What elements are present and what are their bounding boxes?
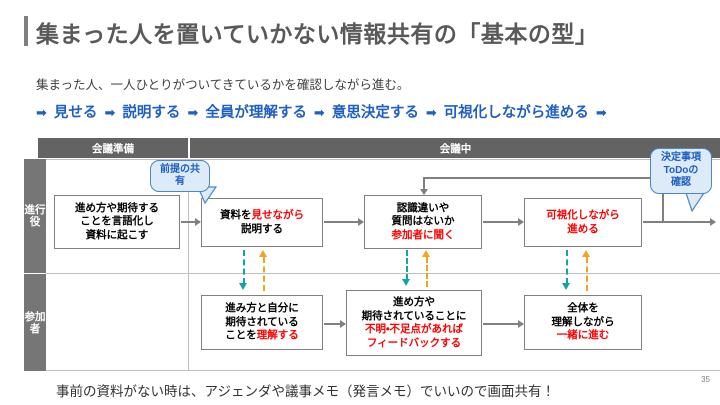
process-box-text: 進み方と自分に期待されていることを理解する [225, 302, 299, 343]
dashed-arrow-down-teal-a [243, 250, 245, 284]
callout-line: 確認 [671, 177, 691, 189]
process-box-line: ことを言語化し [80, 215, 154, 228]
title-accent-bar [24, 16, 28, 46]
process-box-line: 不明・不足点があれば [364, 323, 464, 335]
sequence-arrow-icon: ➡ [313, 105, 325, 120]
process-box-line: 見せながら [251, 209, 305, 221]
row-label-facilitator: 進行役 [24, 159, 46, 273]
process-box-fac3[interactable]: 認識違いや質問はないか参加者に聞く [364, 195, 482, 249]
process-box-line: 理解しながら [551, 315, 615, 328]
process-box-text: 可視化しながら進める [546, 209, 620, 236]
loop-segment-right [662, 177, 664, 222]
process-box-line: 期待されている [225, 315, 299, 328]
lead-sentence: 集まった人、一人ひとりがついてきているかを確認しながら進む。 [36, 78, 410, 92]
loop-segment-into-fac3 [420, 177, 427, 195]
callout-right-tail [684, 192, 706, 212]
connector-par1-par2 [324, 320, 346, 327]
dashed-arrow-up-orange-c-tip [582, 250, 590, 257]
process-box-line: 認識違いや [396, 201, 450, 214]
sequence-step-4: 意思決定する [327, 105, 423, 121]
dashed-arrow-up-orange-c [586, 257, 588, 291]
process-table: 会議準備 会議中 進行役 参加者 進め方や期待することを言語化し資料に起こす 資… [24, 138, 720, 371]
sequence-arrow-icon: ➡ [104, 105, 116, 120]
process-box-par1[interactable]: 進み方と自分に期待されていることを理解する [201, 295, 323, 350]
process-box-text: 進め方や期待することを言語化し資料に起こす [75, 202, 159, 243]
process-box-line: フィードバックする [366, 336, 462, 349]
callout-line: ToDoの [663, 164, 699, 176]
process-box-line: 資料を [220, 209, 252, 221]
dashed-arrow-up-orange-a [263, 257, 265, 291]
process-box-par3[interactable]: 全体を理解しながら一緒に進む [524, 295, 642, 350]
connector-fac4-out [643, 218, 716, 225]
grid-line-bottom [46, 370, 720, 371]
dashed-arrow-up-orange-b-tip [422, 250, 430, 257]
process-box-text: 資料を見せながら説明する [220, 209, 304, 236]
process-box-line: 進み方と自分に [225, 302, 299, 315]
callout-premise-sharing[interactable]: 前提の共有 [150, 160, 210, 192]
loop-segment-top [423, 177, 663, 179]
column-header-meeting: 会議中 [189, 138, 720, 158]
connector-par2-par3 [483, 320, 524, 327]
process-box-line: 進め方や [393, 296, 435, 308]
process-box-par2[interactable]: 進め方や期待されていることに不明・不足点があればフィードバックする [346, 290, 482, 356]
dashed-arrow-down-teal-b-tip [402, 279, 410, 286]
row-label-participant-text: 参加者 [24, 310, 46, 335]
process-box-fac2[interactable]: 資料を見せながら説明する [201, 198, 323, 247]
page-title: 集まった人を置いていかない情報共有の「基本の型」 [36, 21, 599, 47]
process-box-line: 進める [567, 222, 599, 235]
row-label-participant: 参加者 [24, 274, 46, 371]
dashed-arrow-down-teal-a-tip [239, 283, 247, 290]
dashed-arrow-down-teal-c-tip [562, 283, 570, 290]
process-box-line: 全体を [567, 302, 599, 315]
process-box-line: 一緒に進む [556, 329, 610, 342]
process-box-line: 可視化しながら [546, 209, 620, 221]
callout-text: 前提の共有 [160, 164, 200, 189]
process-box-line: 資料に起こす [85, 228, 149, 241]
footer-note: 事前の資料がない時は、アジェンダや議事メモ（発言メモ）でいいので画面共有！ [56, 384, 555, 399]
sequence-step-3: 全員が理解する [201, 105, 311, 121]
process-box-line: ことを [225, 329, 257, 342]
dashed-arrow-down-teal-c [566, 250, 568, 284]
callout-line: 前提の共 [160, 163, 200, 175]
process-box-line: 質問はないか [391, 215, 455, 228]
sequence-step-1: 見せる [49, 105, 102, 121]
grid-line-top [46, 159, 720, 160]
grid-line-column-divider [188, 159, 189, 371]
dashed-arrow-up-orange-a-tip [259, 250, 267, 257]
process-box-fac4[interactable]: 可視化しながら進める [524, 198, 642, 247]
sequence-arrow-icon: ➡ [595, 105, 607, 120]
connector-fac2-fac3 [324, 218, 364, 225]
dashed-arrow-down-teal-b [406, 250, 408, 280]
row-label-facilitator-text: 進行役 [24, 204, 46, 228]
process-box-line: 進め方や期待する [75, 201, 159, 214]
sequence-arrow-icon: ➡ [425, 105, 437, 120]
process-box-text: 認識違いや質問はないか参加者に聞く [392, 202, 455, 243]
sequence-arrow-icon: ➡ [36, 105, 47, 120]
dashed-arrow-up-orange-b [426, 257, 428, 287]
sequence-step-5: 可視化しながら進める [439, 105, 593, 121]
process-box-text: 進め方や期待されていることに不明・不足点があればフィードバックする [362, 296, 467, 350]
callout-line: 決定事項 [661, 152, 701, 164]
grid-line-middle [46, 273, 720, 274]
sequence-step-2: 説明する [118, 105, 185, 121]
connector-fac3-fac4 [483, 218, 524, 225]
process-box-line: 参加者に聞く [391, 228, 455, 241]
flow-sequence: ➡ 見せる ➡ 説明する ➡ 全員が理解する ➡ 意思決定する ➡ 可視化しなが… [33, 101, 713, 122]
column-header-prep: 会議準備 [38, 138, 188, 158]
process-box-text: 全体を理解しながら一緒に進む [552, 302, 615, 343]
page-number: 35 [701, 375, 710, 384]
process-box-line: 説明する [241, 222, 283, 235]
sequence-arrow-icon: ➡ [187, 105, 199, 120]
connector-fac1-fac2 [181, 218, 201, 225]
callout-line: 有 [175, 176, 185, 187]
process-box-line: 期待されていることに [361, 309, 467, 322]
process-box-fac1[interactable]: 進め方や期待することを言語化し資料に起こす [54, 195, 180, 249]
process-box-line: 理解する [256, 329, 299, 342]
